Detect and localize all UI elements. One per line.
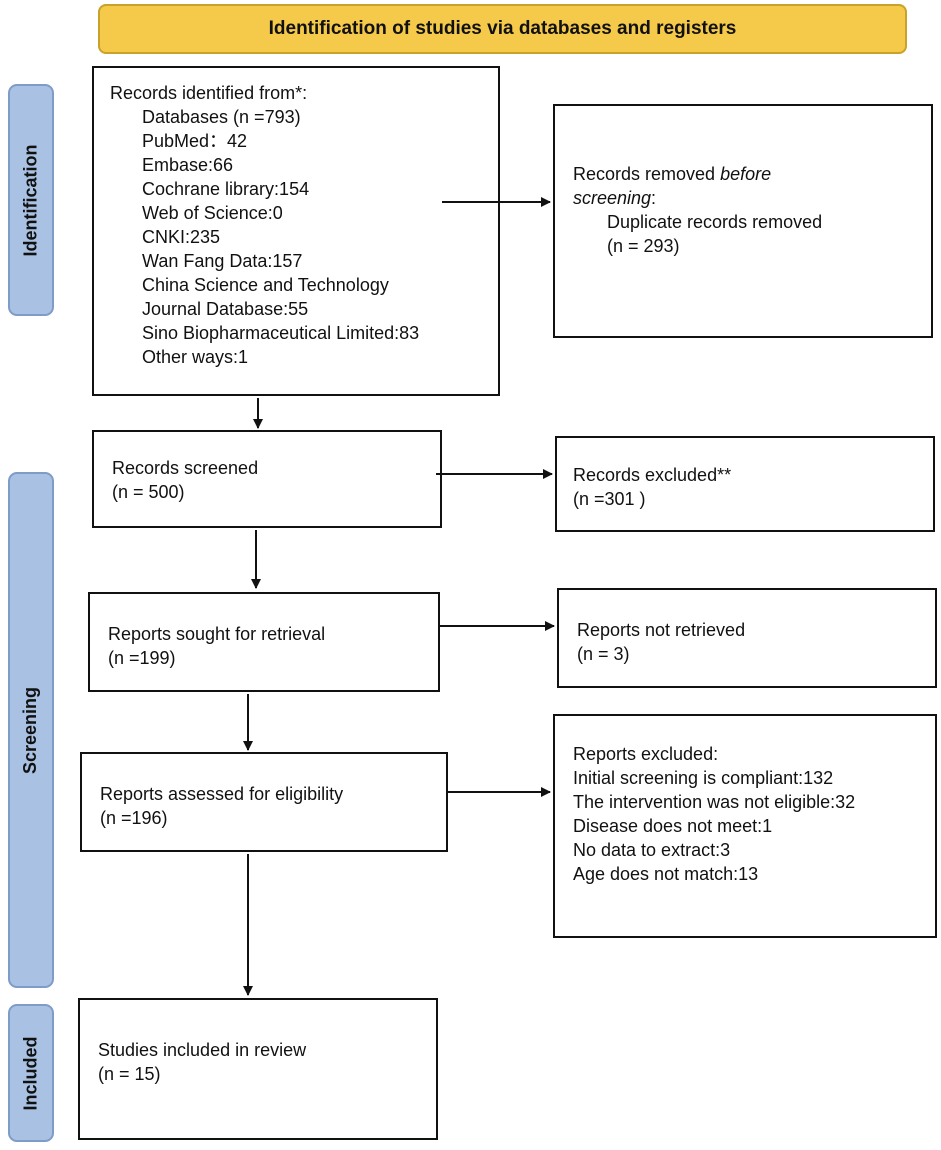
source-line: Journal Database:55 (142, 299, 309, 319)
reports-assessed-label: Reports assessed for eligibility (100, 784, 344, 804)
records-removed-line1: Records removed before (573, 164, 772, 184)
records-removed-line2: screening: (573, 188, 657, 208)
source-line: CNKI:235 (142, 227, 221, 247)
source-line: China Science and Technology (142, 275, 389, 295)
header-title: Identification of studies via databases … (268, 18, 737, 39)
phase-identification: Identification (8, 84, 54, 316)
source-line: Sino Biopharmaceutical Limited:83 (142, 323, 420, 343)
reports-not-retrieved-label: Reports not retrieved (577, 620, 746, 640)
reports-assessed-box: Reports assessed for eligibility (n =196… (80, 752, 448, 852)
exclusion-reason: No data to extract:3 (573, 840, 731, 860)
records-excluded-box: Records excluded** (n =301 ) (555, 436, 935, 532)
source-line: Databases (n =793) (142, 107, 301, 127)
records-excluded-count: (n =301 ) (573, 489, 646, 509)
source-line: Wan Fang Data:157 (142, 251, 303, 271)
reports-assessed-count: (n =196) (100, 808, 168, 828)
source-line: PubMed：42 (142, 131, 248, 151)
reports-excluded-title: Reports excluded: (573, 744, 719, 764)
source-line: Other ways:1 (142, 347, 249, 367)
duplicates-count: (n = 293) (607, 236, 680, 256)
records-removed-box: Records removed before screening: Duplic… (553, 104, 933, 338)
reports-excluded-box: Reports excluded: Initial screening is c… (553, 714, 937, 938)
studies-included-box: Studies included in review (n = 15) (78, 998, 438, 1140)
reports-not-retrieved-box: Reports not retrieved (n = 3) (557, 588, 937, 688)
exclusion-reason: The intervention was not eligible:32 (573, 792, 856, 812)
records-identified-box: Records identified from*: Databases (n =… (92, 66, 500, 396)
studies-included-label: Studies included in review (98, 1040, 307, 1060)
duplicates-label: Duplicate records removed (607, 212, 823, 232)
exclusion-reason: Age does not match:13 (573, 864, 759, 884)
records-excluded-label: Records excluded** (573, 465, 732, 485)
reports-sought-label: Reports sought for retrieval (108, 624, 326, 644)
records-screened-count: (n = 500) (112, 482, 185, 502)
header-banner: Identification of studies via databases … (98, 4, 907, 54)
source-line: Cochrane library:154 (142, 179, 310, 199)
source-line: Web of Science:0 (142, 203, 283, 223)
phase-included: Included (8, 1004, 54, 1142)
exclusion-reason: Initial screening is compliant:132 (573, 768, 834, 788)
studies-included-count: (n = 15) (98, 1064, 161, 1084)
records-identified-title: Records identified from*: (110, 83, 308, 103)
phase-screening: Screening (8, 472, 54, 988)
source-line: Embase:66 (142, 155, 234, 175)
records-screened-box: Records screened (n = 500) (92, 430, 442, 528)
exclusion-reason: Disease does not meet:1 (573, 816, 773, 836)
reports-sought-count: (n =199) (108, 648, 176, 668)
reports-not-retrieved-count: (n = 3) (577, 644, 630, 664)
reports-sought-box: Reports sought for retrieval (n =199) (88, 592, 440, 692)
records-screened-label: Records screened (112, 458, 259, 478)
